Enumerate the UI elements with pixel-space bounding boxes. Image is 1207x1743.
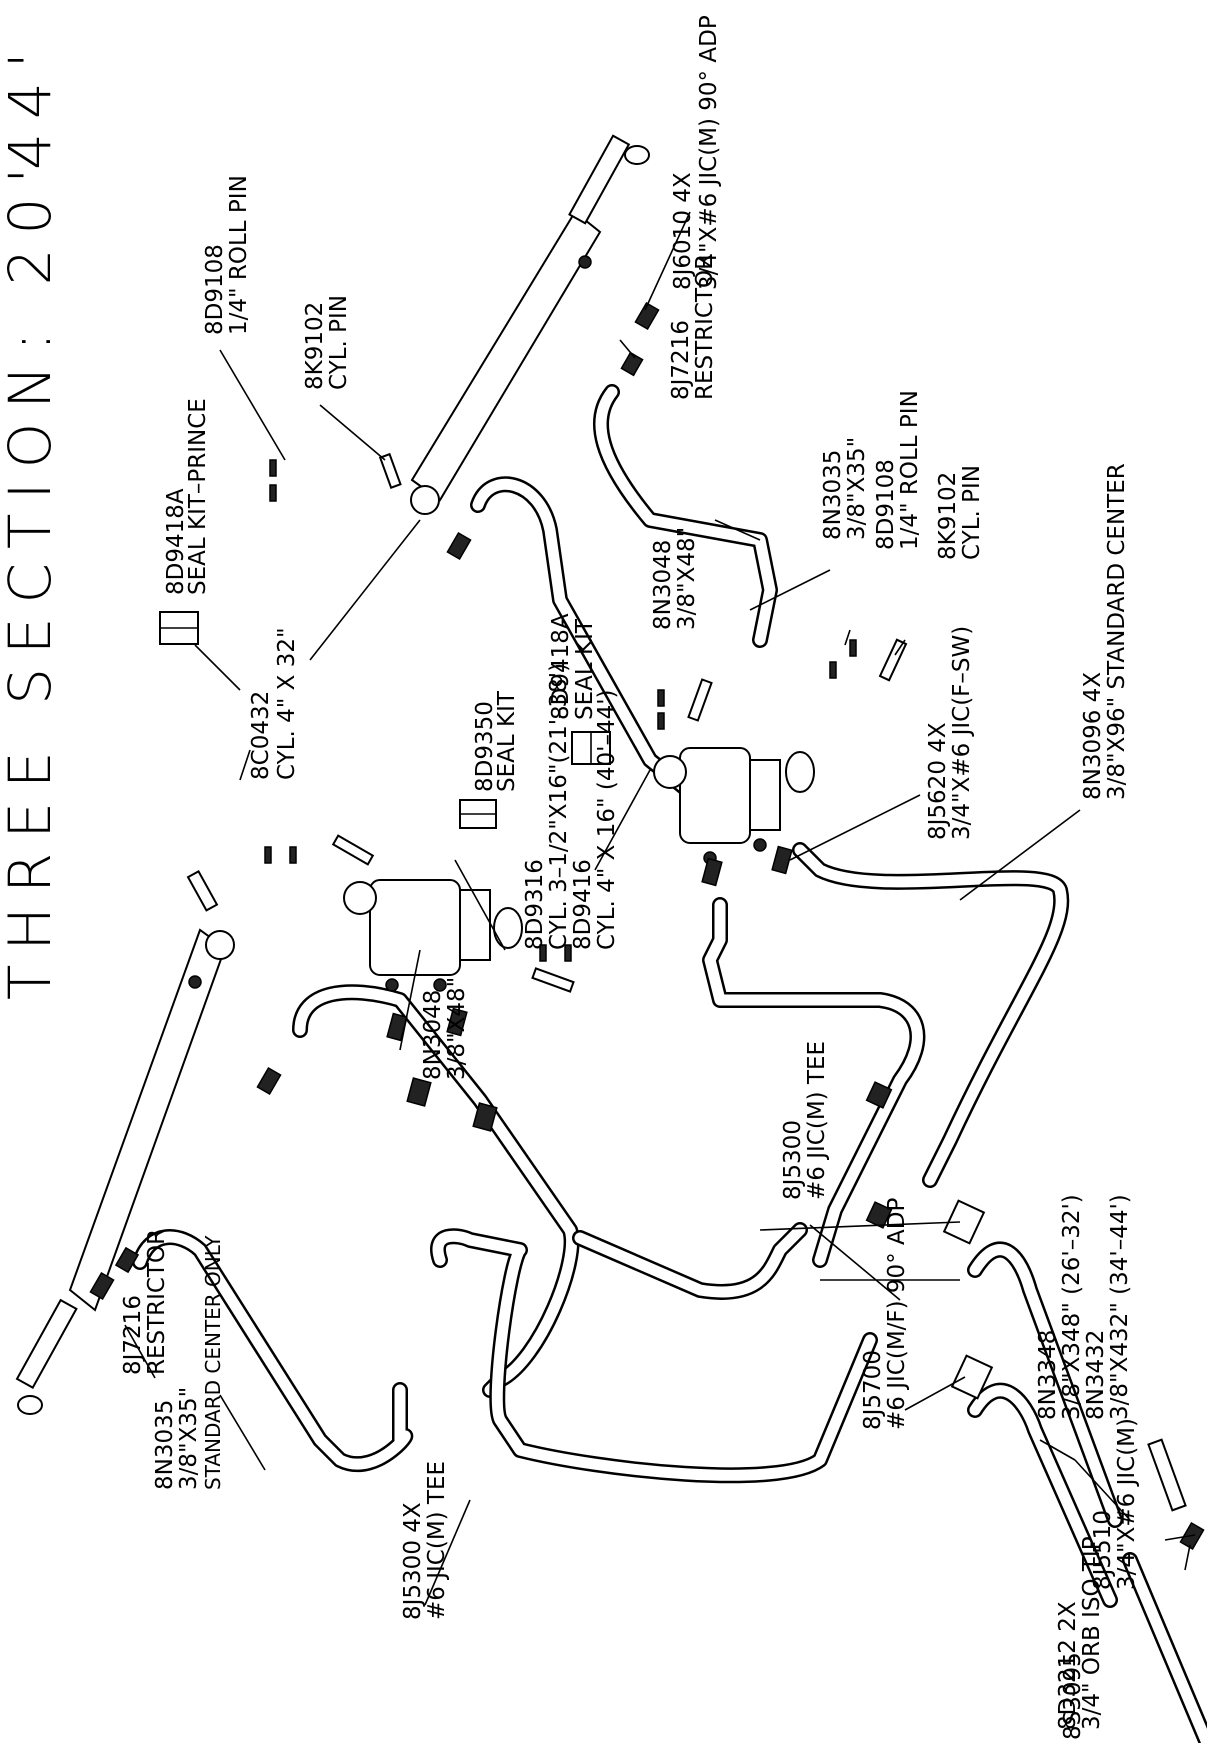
label-8j5300-left-line2: #6 JIC(M) TEE xyxy=(424,1461,450,1620)
hose-lines xyxy=(132,384,1207,1743)
label-8n3035-left-line2: 3/8"X35" xyxy=(176,1387,202,1490)
label-8j7216-top-line2: RESTRICTOR xyxy=(692,254,718,400)
label-8d9108-top-line2: 1/4" ROLL PIN xyxy=(226,175,252,335)
label-8d9108-mid: 8D9108 1/4" ROLL PIN xyxy=(873,390,923,550)
label-8n3348-line2: 3/8"X348" (26'–32') xyxy=(1059,1194,1085,1420)
label-8d9418a-mid-line1: 8D9418A xyxy=(548,613,574,720)
label-8d9108-mid-line2: 1/4" ROLL PIN xyxy=(897,390,923,550)
label-8c0432: 8C0432 CYL. 4" X 32" xyxy=(248,627,300,780)
label-8j5620-line2: 3/4"X#6 JIC(F–SW) xyxy=(949,626,975,840)
seal-kit-box-8d9418a-mid xyxy=(571,731,611,765)
label-8n3048-mid-line2: 3/8"X48" xyxy=(674,527,700,630)
label-8j6010-line1: 8J6010 4X xyxy=(670,172,696,290)
seal-kit-box-8d9350 xyxy=(459,799,497,829)
label-8n3048-left-line2: 3/8"X48" xyxy=(444,977,470,1080)
label-8d9108-mid-line1: 8D9108 xyxy=(873,459,899,550)
label-8n3048-mid-line1: 8N3048 xyxy=(650,540,676,630)
label-8d9418a-top-line2: SEAL KIT–PRINCE xyxy=(185,398,211,595)
label-8j5620: 8J5620 4X 3/4"X#6 JIC(F–SW) xyxy=(925,626,975,840)
label-8d9316-line2: CYL. 3–1/2"X16"(21'–38') xyxy=(546,663,572,950)
label-8d3212: 8D3212 2X 3/4" ORB ISO TIP xyxy=(1055,1536,1105,1730)
label-8n3035-top-line2: 3/8"X35" xyxy=(844,437,870,540)
label-8k9102-top-line2: CYL. PIN xyxy=(326,295,352,390)
label-8n3035-left-line1: 8N3035 xyxy=(152,1400,178,1490)
label-8j6010: 8J6010 4X 3/4"X#6 JIC(M) 90° ADP xyxy=(670,15,722,290)
cylinder-8d9316-mid xyxy=(653,747,815,865)
label-8d9418a-top: 8D9418A SEAL KIT–PRINCE xyxy=(163,398,211,595)
label-8n3035-left-line3: STANDARD CENTER ONLY xyxy=(201,1235,225,1490)
label-8n3048-left: 8N3048 3/8"X48" xyxy=(420,977,470,1080)
label-8j5700-line1: 8J5700 xyxy=(860,1350,886,1430)
label-8n3432-line1: 8N3432 xyxy=(1083,1330,1109,1420)
label-8n3035-top-line1: 8N3035 xyxy=(820,450,846,540)
title-part-1: THREE SECTION: 20' xyxy=(0,154,64,1000)
label-8j7216-top-line1: 8J7216 xyxy=(668,320,694,400)
label-8d9416-line2: CYL. 4" X 16" (40'–44') xyxy=(594,689,620,950)
seal-kit-boxes xyxy=(159,611,611,829)
label-8j5300-mid-line2: #6 JIC(M) TEE xyxy=(804,1041,830,1200)
label-8j5510: 8J5510 3/4"X#6 JIC(M) xyxy=(1090,1418,1140,1590)
label-8d3212-line1: 8D3212 2X xyxy=(1055,1601,1081,1730)
label-8j5620-line1: 8J5620 4X xyxy=(925,722,951,840)
label-8j7216-top: 8J7216 RESTRICTOR xyxy=(668,254,718,400)
label-8j7216-left: 8J7216 RESTRICTOR xyxy=(120,1229,170,1375)
label-8n3432-line2: 3/8"X432" (34'–44') xyxy=(1107,1194,1133,1420)
label-8n3035-left: 8N3035 3/8"X35" STANDARD CENTER ONLY xyxy=(152,1235,225,1490)
seal-kit-box-prince xyxy=(159,611,199,645)
label-8d9108-top: 8D9108 1/4" ROLL PIN xyxy=(202,175,252,335)
label-8n3096: 8N3096 4X 3/8"X96" STANDARD CENTER xyxy=(1080,463,1130,800)
title-part-2: 44' UNITS xyxy=(0,0,64,170)
label-8n3048-mid: 8N3048 3/8"X48" xyxy=(650,527,700,630)
label-8j5700-line2: #6 JIC(M/F) 90° ADP xyxy=(884,1198,910,1430)
label-8d9418a-mid-line2: SEAL KIT xyxy=(572,618,598,720)
label-8j5510-line2: 3/4"X#6 JIC(M) xyxy=(1114,1418,1140,1590)
label-8n3096-line1: 8N3096 4X xyxy=(1080,672,1106,800)
label-8n3048-left-line1: 8N3048 xyxy=(420,990,446,1080)
label-8n3096-line2: 3/8"X96" STANDARD CENTER xyxy=(1104,463,1130,800)
drawing-title: THREE SECTION: 20' 44' UNITS xyxy=(0,0,64,1000)
leader-lines xyxy=(124,211,1196,1606)
fittings xyxy=(89,301,1205,1551)
pins xyxy=(264,452,908,993)
label-8d9418a-mid: 8D9418A SEAL KIT xyxy=(548,613,598,720)
cylinder-8c0432-top-right xyxy=(410,134,650,515)
label-8d9350: 8D9350 SEAL KIT xyxy=(472,690,520,792)
label-8d9416-line1: 8D9416 xyxy=(570,859,596,950)
label-8n3035-top: 8N3035 3/8"X35" xyxy=(820,437,870,540)
label-8c0432-line2: CYL. 4" X 32" xyxy=(274,627,300,780)
label-8n3348-line1: 8N3348 xyxy=(1035,1330,1061,1420)
label-8d3212-line2: 3/4" ORB ISO TIP xyxy=(1079,1536,1105,1730)
label-8j5300-mid-line1: 8J5300 xyxy=(780,1120,806,1200)
label-8c0432-line1: 8C0432 xyxy=(248,691,274,780)
label-8k9102-mid-line2: CYL. PIN xyxy=(959,465,985,560)
label-8j5300-left: 8J5300 4X #6 JIC(M) TEE xyxy=(400,1461,450,1620)
part-labels: 8J6010 4X 3/4"X#6 JIC(M) 90° ADP 8D9108 … xyxy=(120,15,1140,1740)
label-8k9102-top-line1: 8K9102 xyxy=(302,302,328,390)
label-8d9108-top-line1: 8D9108 xyxy=(202,244,228,335)
label-8k9102-mid: 8K9102 CYL. PIN xyxy=(935,465,985,560)
label-8j6010-line2: 3/4"X#6 JIC(M) 90° ADP xyxy=(696,15,722,290)
label-8d9350-line1: 8D9350 xyxy=(472,701,498,792)
label-8s3095: 8S3095 xyxy=(1060,1652,1086,1740)
hose-8n3096 xyxy=(792,842,1070,1188)
label-8k9102-top: 8K9102 CYL. PIN xyxy=(302,295,352,390)
label-8j5700: 8J5700 #6 JIC(M/F) 90° ADP xyxy=(860,1198,910,1430)
label-8s3095-line1: 8S3095 xyxy=(1060,1652,1086,1740)
cylinder-8c0432-top-left xyxy=(15,869,235,1415)
label-8d9316-line1: 8D9316 xyxy=(522,859,548,950)
label-8j5300-mid: 8J5300 #6 JIC(M) TEE xyxy=(780,1041,830,1200)
label-8d9316: 8D9316 CYL. 3–1/2"X16"(21'–38') 8D9416 C… xyxy=(522,663,620,950)
label-8j7216-left-line2: RESTRICTOR xyxy=(144,1229,170,1375)
label-8j7216-left-line1: 8J7216 xyxy=(120,1295,146,1375)
cylinder-8d9316-left xyxy=(343,879,523,992)
label-8j5510-line1: 8J5510 xyxy=(1090,1510,1116,1590)
label-8d9418a-top-line1: 8D9418A xyxy=(163,488,189,595)
label-8d9350-line2: SEAL KIT xyxy=(494,690,520,792)
label-8j5300-left-line1: 8J5300 4X xyxy=(400,1502,426,1620)
label-8k9102-mid-line1: 8K9102 xyxy=(935,472,961,560)
label-8n3348: 8N3348 3/8"X348" (26'–32') 8N3432 3/8"X4… xyxy=(1035,1194,1133,1420)
